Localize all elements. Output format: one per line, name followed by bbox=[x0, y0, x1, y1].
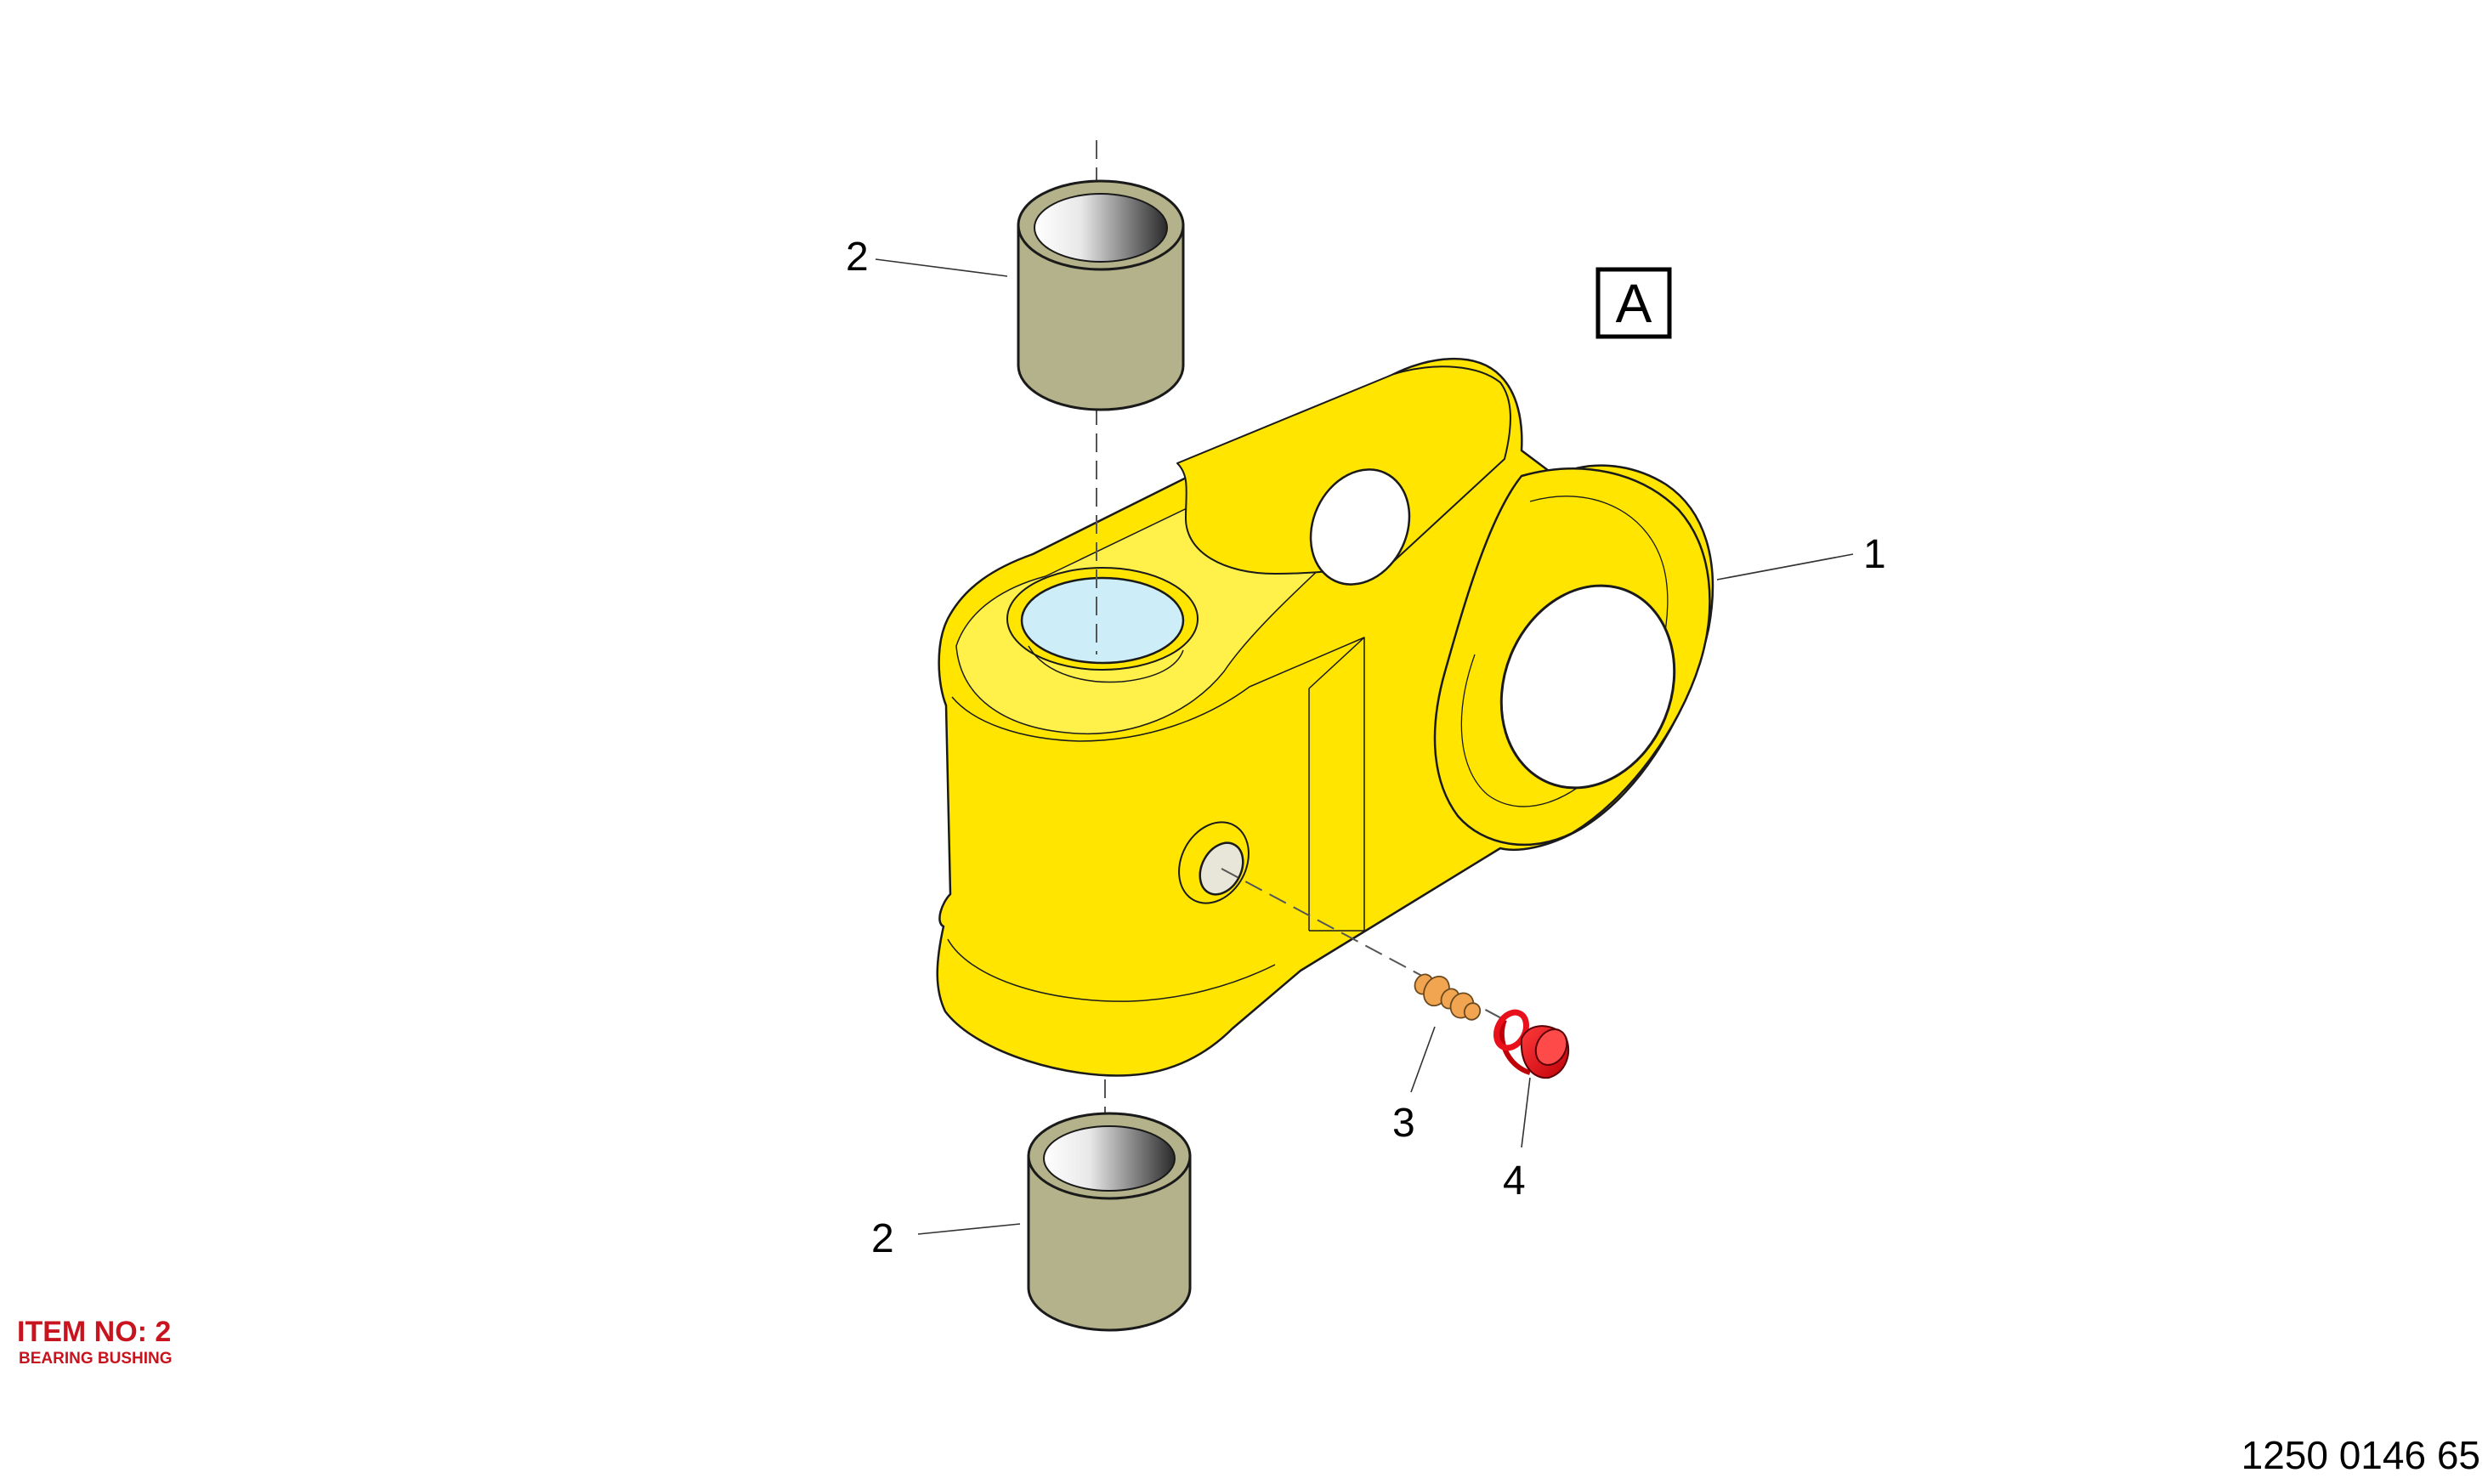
upper-bushing-bore bbox=[1034, 193, 1168, 263]
item-description-note: BEARING BUSHING bbox=[19, 1350, 173, 1368]
callout-2-upper: 2 bbox=[846, 235, 869, 280]
cap bbox=[1493, 1009, 1570, 1079]
view-label-letter: A bbox=[1616, 273, 1652, 334]
upper-bushing-body bbox=[1017, 224, 1185, 411]
upper-bushing bbox=[1017, 179, 1185, 411]
lower-bushing-bore bbox=[1043, 1125, 1176, 1192]
back-ear-hole bbox=[1309, 468, 1411, 586]
housing-part bbox=[936, 358, 1714, 1077]
right-ear-hole bbox=[1499, 584, 1676, 790]
callout-2-lower: 2 bbox=[871, 1216, 894, 1261]
callout-1: 1 bbox=[1863, 532, 1886, 577]
leader-1 bbox=[1716, 553, 1854, 581]
leader-2-lower bbox=[917, 1223, 1021, 1235]
drawing-reference-number: 1250 0146 65 bbox=[2241, 1433, 2480, 1477]
leader-4 bbox=[1521, 1077, 1531, 1148]
leader-3 bbox=[1410, 1026, 1436, 1093]
callout-4: 4 bbox=[1503, 1158, 1526, 1204]
top-bore-depth bbox=[1028, 645, 1184, 683]
leader-2-upper bbox=[875, 258, 1008, 277]
cap-strap bbox=[1499, 1018, 1532, 1075]
grease-fitting bbox=[1414, 973, 1482, 1021]
view-label: A bbox=[1595, 267, 1672, 339]
housing-lower-flange bbox=[947, 938, 1276, 1002]
lower-bushing-body bbox=[1027, 1154, 1192, 1332]
view-label-box bbox=[1595, 267, 1672, 339]
housing-upper-flange bbox=[951, 637, 1365, 742]
leader-lines bbox=[875, 258, 1854, 1235]
lower-bushing bbox=[1027, 1112, 1192, 1332]
cap-top bbox=[1534, 1028, 1568, 1067]
top-bore bbox=[1020, 576, 1185, 665]
housing-front-panel bbox=[1308, 637, 1365, 932]
callout-3: 3 bbox=[1392, 1101, 1415, 1146]
item-number-note: ITEM NO: 2 bbox=[17, 1316, 171, 1348]
